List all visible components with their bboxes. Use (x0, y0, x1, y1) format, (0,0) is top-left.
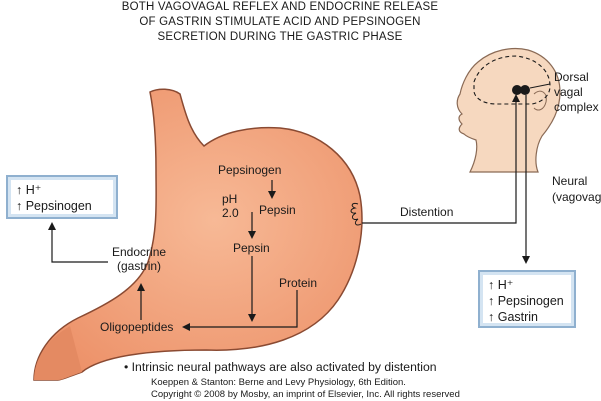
dorsal-vagal-line: vagal (554, 85, 583, 99)
dorsal-vagal-line: Dorsal (554, 70, 589, 84)
nerve-ending-icon (350, 203, 362, 226)
pepsinogen-increase: ↑ Pepsinogen (488, 294, 564, 308)
gastrin-to-left-box-arrow (48, 222, 108, 263)
dorsal-vagal-nucleus-icon (520, 85, 530, 95)
diagram-title: BOTH VAGOVAGAL REFLEX AND ENDOCRINE RELE… (60, 0, 500, 45)
neural-line: Neural (552, 174, 588, 188)
pepsinogen-increase: ↑ Pepsinogen (16, 199, 92, 213)
distention-arrow (362, 94, 520, 224)
title-line: SECRETION DURING THE GASTRIC PHASE (157, 31, 403, 43)
ph-label: pH (222, 192, 238, 206)
brain-outline (473, 55, 551, 105)
right-result-box: ↑ H⁺ ↑ Pepsinogen ↑ Gastrin (478, 270, 576, 328)
neural-line: (vagovaga (552, 190, 601, 204)
dorsal-vagal-complex-label: Dorsal vagal complex (554, 70, 599, 115)
stomach-shape (33, 88, 363, 381)
pepsin-label: Pepsin (233, 241, 270, 255)
ph-value: 2.0 (222, 206, 239, 220)
protein-label: Protein (279, 276, 318, 290)
endocrine-line: (gastrin) (117, 259, 162, 273)
pepsin-label-small: Pepsin (259, 203, 296, 217)
dorsal-vagal-line: complex (554, 100, 599, 114)
protein-to-oligopeptides-arrow (182, 290, 298, 331)
endocrine-label: Endocrine (gastrin) (112, 245, 166, 273)
left-result-box: ↑ H⁺ ↑ Pepsinogen (6, 175, 118, 219)
title-line: BOTH VAGOVAGAL REFLEX AND ENDOCRINE RELE… (121, 1, 439, 13)
dorsal-vagal-pointer (529, 83, 551, 89)
credit-line: Koeppen & Stanton: Berne and Levy Physio… (151, 377, 406, 388)
h-plus-increase: ↑ H⁺ (488, 278, 514, 292)
gastrin-increase: ↑ Gastrin (488, 310, 539, 324)
neural-label: Neural (vagovaga (552, 173, 601, 205)
ear-icon (533, 90, 547, 111)
intrinsic-pathways-note: • Intrinsic neural pathways are also act… (124, 360, 437, 374)
title-line: OF GASTRIN STIMULATE ACID AND PEPSINOGEN (139, 16, 421, 28)
h-plus-increase: ↑ H⁺ (16, 183, 42, 197)
pepsinogen-label: Pepsinogen (218, 163, 282, 177)
credit-line: Copyright © 2008 by Mosby, an imprint of… (151, 389, 460, 400)
stomach-outlet (34, 326, 82, 380)
source-credit: Koeppen & Stanton: Berne and Levy Physio… (151, 377, 460, 401)
dorsal-vagal-nucleus-icon (512, 85, 522, 95)
endocrine-line: Endocrine (112, 245, 167, 259)
oligopeptides-label: Oligopeptides (100, 320, 174, 334)
distention-label: Distention (400, 205, 454, 219)
head-silhouette (456, 47, 561, 173)
